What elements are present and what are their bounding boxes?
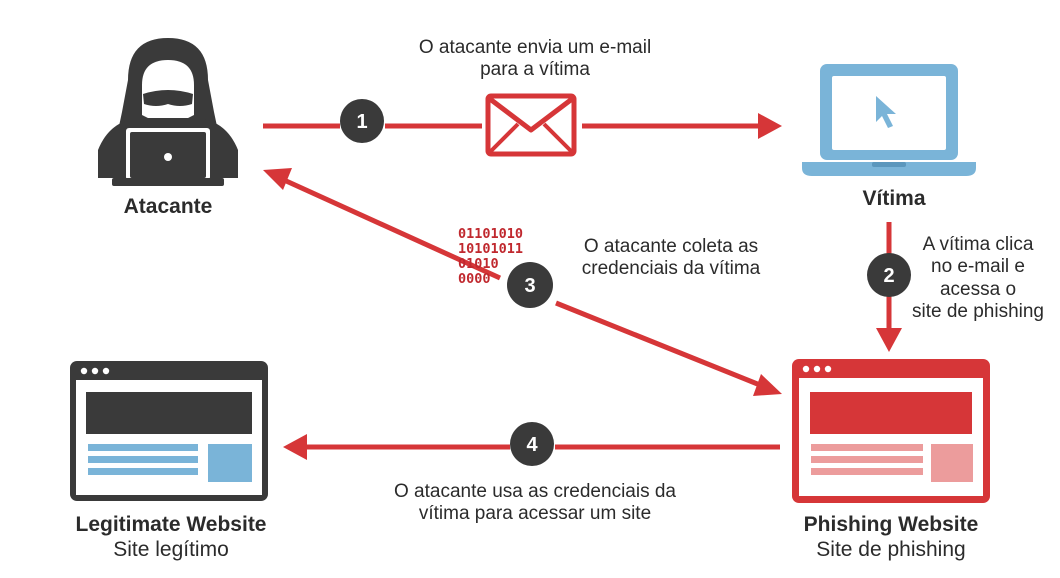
arrow-step-3 bbox=[263, 168, 782, 396]
legit-label: Legitimate Website Site legítimo bbox=[40, 513, 302, 563]
step-2-line-2: no e-mail e bbox=[931, 256, 1025, 278]
victim-title: Vítima bbox=[862, 187, 926, 210]
arrow-step-1 bbox=[263, 113, 782, 139]
binary-line-4: 0000 bbox=[458, 270, 491, 287]
arrow-step-2 bbox=[876, 222, 902, 352]
step-2-line-1: A vítima clica bbox=[922, 234, 1034, 255]
phishing-title: Phishing Website bbox=[803, 513, 979, 536]
step-3-label: O atacante coleta as credenciais da víti… bbox=[560, 236, 782, 281]
arrow-step-4 bbox=[283, 434, 780, 460]
step-3-line-2: credenciais da vítima bbox=[581, 258, 761, 280]
step-badge-4: 4 bbox=[510, 422, 554, 466]
svg-text:1: 1 bbox=[356, 111, 367, 133]
svg-text:2: 2 bbox=[883, 265, 894, 287]
step-4-line-2: vítima para acessar um site bbox=[418, 503, 652, 525]
step-badge-3: 3 bbox=[507, 262, 553, 308]
phishing-browser-window-icon bbox=[792, 359, 990, 503]
step-2-line-4: site de phishing bbox=[911, 301, 1045, 323]
step-badge-1: 1 bbox=[340, 99, 384, 143]
phishing-label: Phishing Website Site de phishing bbox=[760, 513, 1022, 563]
phishing-subtitle: Site de phishing bbox=[816, 537, 966, 561]
step-badge-2: 2 bbox=[867, 253, 911, 297]
binary-line-2: 10101011 bbox=[458, 240, 524, 257]
binary-line-1: 01101010 bbox=[458, 226, 524, 242]
svg-text:4: 4 bbox=[526, 434, 538, 456]
svg-text:3: 3 bbox=[524, 275, 535, 297]
envelope-icon bbox=[485, 93, 577, 157]
legit-subtitle: Site legítimo bbox=[113, 537, 229, 561]
step-2-label: A vítima clica no e-mail e acessa o site… bbox=[898, 234, 1058, 324]
step-4-line-1: O atacante usa as credenciais da bbox=[393, 481, 676, 502]
laptop-cursor-icon bbox=[802, 64, 976, 176]
browser-window-icon bbox=[70, 361, 268, 501]
step-4-label: O atacante usa as credenciais da vítima … bbox=[340, 481, 730, 526]
step-1-line-2: para a vítima bbox=[480, 59, 590, 81]
hacker-laptop-icon bbox=[98, 38, 238, 186]
attacker-title: Atacante bbox=[123, 195, 213, 218]
legit-title: Legitimate Website bbox=[75, 513, 267, 536]
step-2-line-3: acessa o bbox=[939, 278, 1017, 300]
step-1-line-1: O atacante envia um e-mail bbox=[418, 37, 652, 58]
binary-data: 01101010 10101011 01010 0000 bbox=[458, 227, 558, 286]
binary-line-3: 01010 bbox=[458, 255, 499, 272]
step-3-line-1: O atacante coleta as bbox=[583, 236, 759, 257]
step-1-label: O atacante envia um e-mail para a vítima bbox=[355, 37, 715, 82]
